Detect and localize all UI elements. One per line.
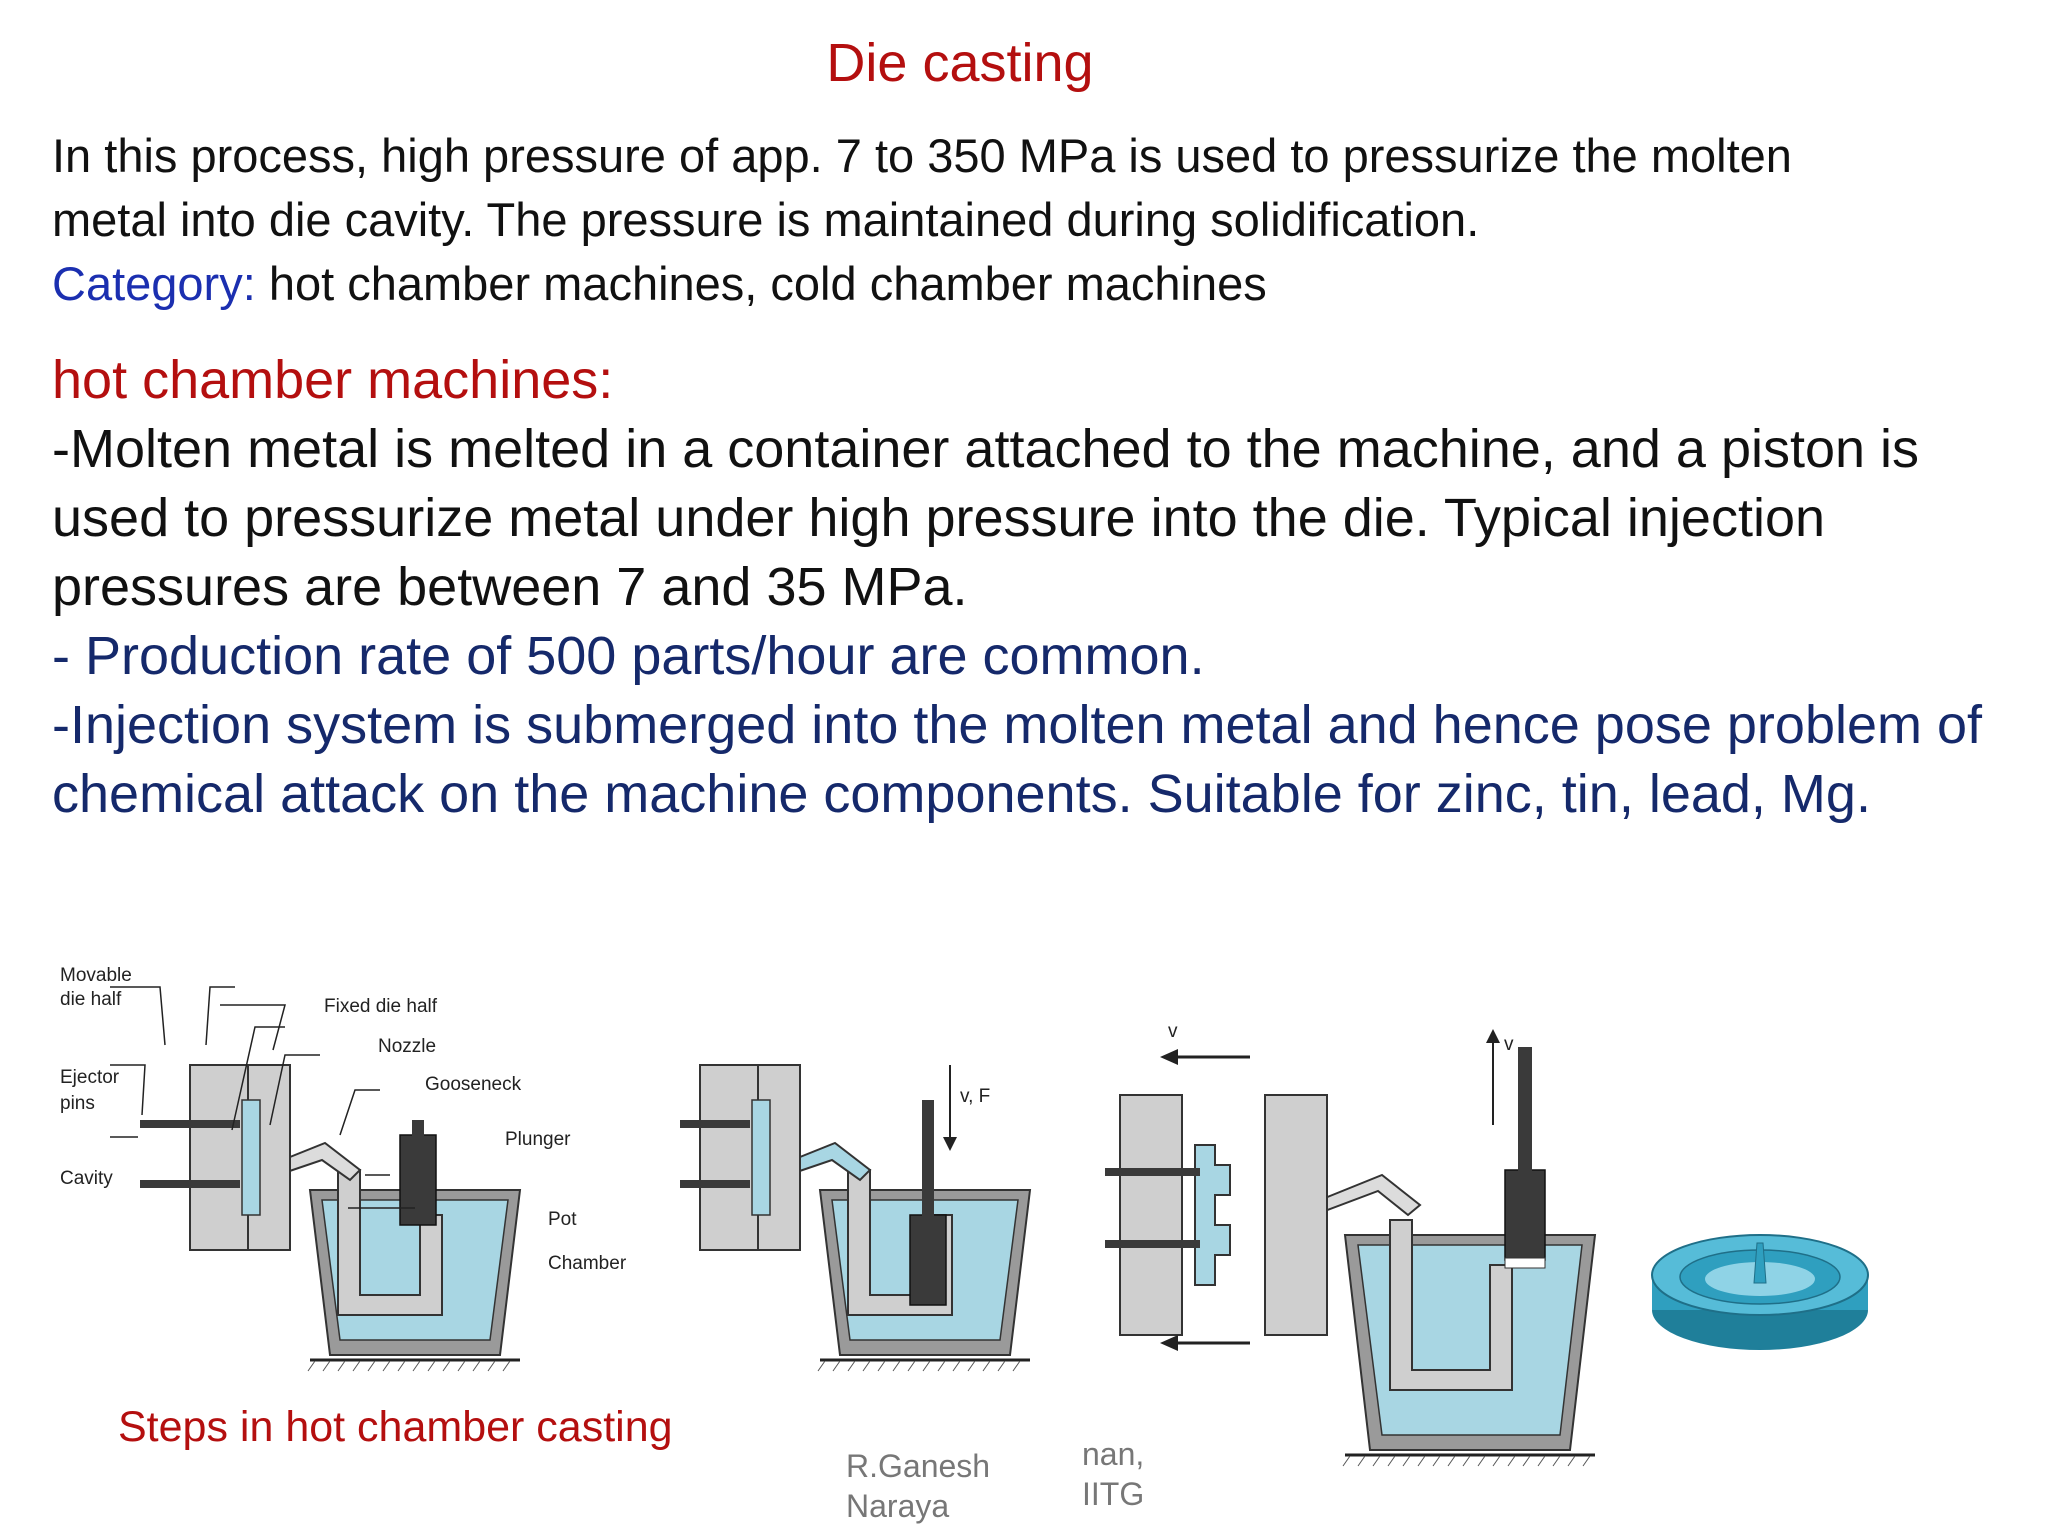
label-pot: Pot	[548, 1209, 577, 1230]
label-fixed-die-half: Fixed die half	[324, 996, 438, 1017]
step-3-machine: v v	[1105, 1021, 1597, 1467]
intro-line-1: In this process, high pressure of app. 7…	[52, 129, 1792, 182]
intro-paragraph: In this process, high pressure of app. 7…	[52, 124, 2012, 316]
category-label: Category:	[52, 257, 256, 310]
hot-chamber-steps-figure: Movable die half Fixed die half Nozzle G…	[60, 965, 1960, 1505]
author-credit-left: R.Ganesh Naraya	[846, 1446, 990, 1526]
category-text: hot chamber machines, cold chamber machi…	[255, 257, 1267, 310]
chemical-attack-note: -Injection system is submerged into the …	[52, 695, 1983, 824]
label-nozzle: Nozzle	[378, 1036, 436, 1057]
author-name-line-1: R.Ganesh	[846, 1448, 991, 1484]
category-line: Category: hot chamber machines, cold cha…	[52, 252, 2012, 316]
label-gooseneck: Gooseneck	[425, 1074, 522, 1095]
label-movable-1: Movable	[60, 965, 132, 986]
hot-chamber-heading: hot chamber machines:	[52, 350, 614, 410]
label-ejector-1: Ejector	[60, 1067, 120, 1088]
author-name-line-3: nan,	[1082, 1436, 1145, 1472]
label-movable-2: die half	[60, 989, 122, 1010]
author-credit-right: nan, IITG	[1082, 1434, 1144, 1514]
step-2-machine: v, F	[680, 1064, 1032, 1372]
author-name-line-2: Naraya	[846, 1488, 950, 1524]
production-rate-note: - Production rate of 500 parts/hour are …	[52, 626, 1205, 686]
label-cavity: Cavity	[60, 1168, 113, 1189]
step-1-machine: Movable die half Fixed die half Nozzle G…	[60, 965, 627, 1372]
label-plunger: Plunger	[505, 1129, 571, 1150]
figure-caption: Steps in hot chamber casting	[118, 1403, 673, 1451]
label-ejector-2: pins	[60, 1093, 95, 1114]
author-affiliation: IITG	[1082, 1476, 1145, 1512]
label-chamber: Chamber	[548, 1253, 627, 1274]
label-vf: v, F	[960, 1086, 990, 1107]
label-v-up: v	[1504, 1034, 1514, 1055]
hot-chamber-section: hot chamber machines: -Molten metal is m…	[52, 346, 2012, 829]
label-v-left: v	[1168, 1021, 1178, 1042]
finished-casting-part	[1651, 1234, 1869, 1350]
slide-title: Die casting	[826, 33, 1094, 93]
intro-line-2: metal into die cavity. The pressure is m…	[52, 193, 1480, 246]
hot-chamber-diagram: Movable die half Fixed die half Nozzle G…	[60, 965, 1869, 1467]
hot-chamber-description: -Molten metal is melted in a container a…	[52, 419, 1920, 617]
